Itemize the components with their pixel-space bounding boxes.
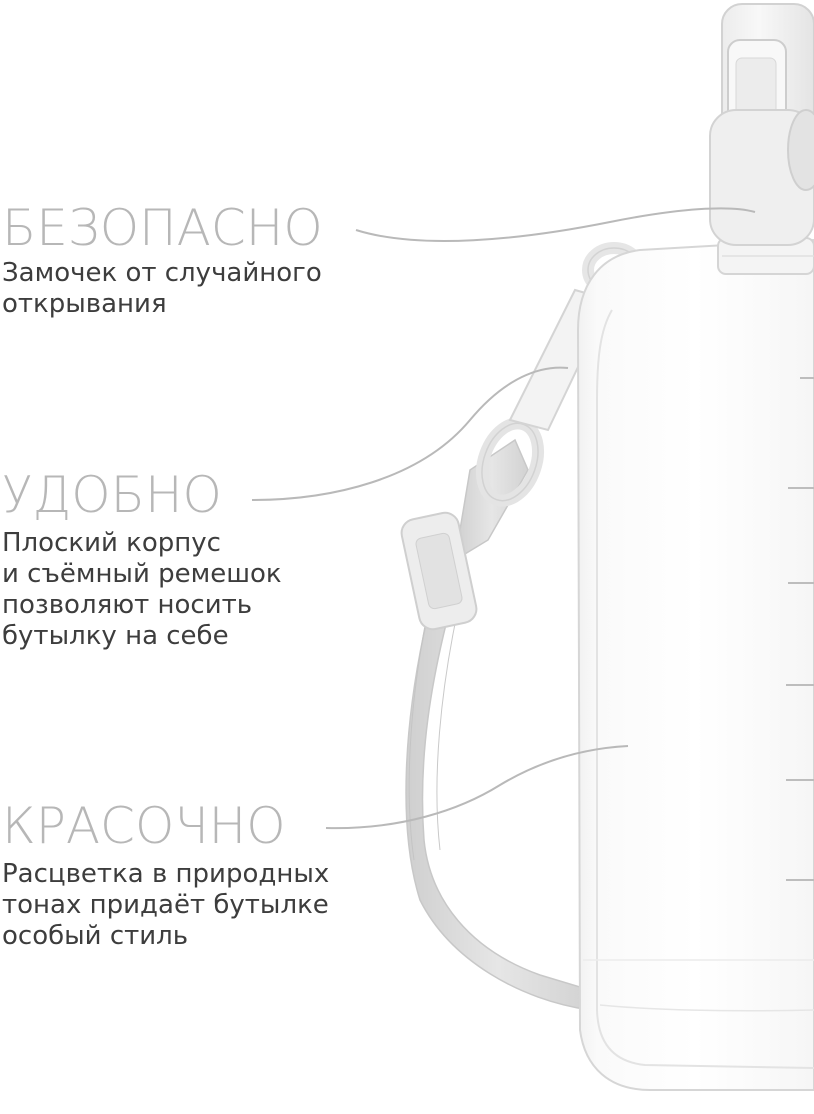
feature-heading-colorful: КРАСОЧНО (2, 797, 286, 855)
feature-text-safe: Замочек от случайного открывания (2, 258, 322, 319)
feature-heading-convenient: УДОБНО (2, 466, 222, 524)
feature-text-convenient: Плоский корпус и съёмный ремешок позволя… (2, 528, 282, 651)
bottle-cap (709, 3, 814, 246)
feature-text-colorful: Расцветка в природных тонах придаёт буты… (2, 859, 330, 951)
feature-heading-safe: БЕЗОПАСНО (2, 199, 323, 257)
strap-buckle (400, 511, 478, 631)
measurement-scale (786, 377, 814, 881)
bottle-body (576, 238, 814, 1091)
